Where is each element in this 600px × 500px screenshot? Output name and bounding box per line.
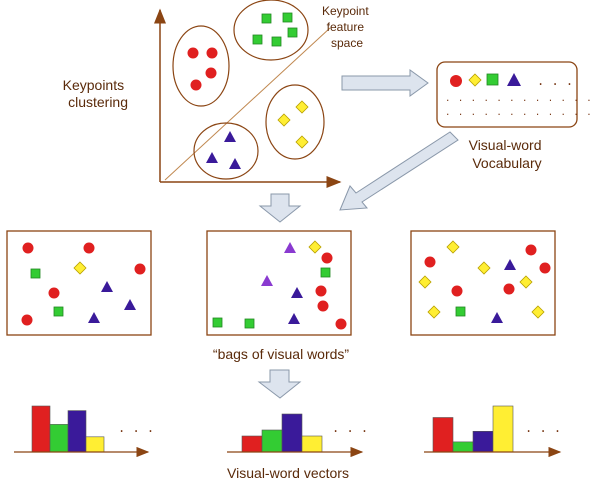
green-square-marker bbox=[53, 306, 64, 317]
image-panel-3 bbox=[410, 230, 556, 336]
blue-triangle-marker bbox=[88, 312, 100, 323]
arrow-down-to-images bbox=[258, 193, 302, 223]
histogram-bar-green bbox=[49, 424, 69, 453]
histogram-ellipsis: . . . bbox=[118, 421, 154, 435]
histogram-bar-red bbox=[31, 405, 51, 453]
visual-word-histogram-2: . . . bbox=[227, 413, 368, 458]
blue-triangle-marker bbox=[124, 299, 136, 310]
blue-triangle-marker bbox=[504, 259, 516, 270]
red-circle-marker bbox=[335, 318, 347, 330]
image-panel-1 bbox=[6, 230, 152, 336]
yellow-diamond-marker bbox=[427, 305, 441, 319]
vocabulary-dots-row: . . . . . . . . . . . . . . . . bbox=[445, 108, 600, 118]
arrow-right-to-vocabulary bbox=[341, 69, 429, 97]
histogram-bar-yellow bbox=[85, 436, 105, 453]
yellow-diamond-marker bbox=[308, 240, 322, 254]
blue-triangle-marker bbox=[206, 152, 218, 163]
red-circle-marker bbox=[22, 242, 34, 254]
blue-triangle-marker bbox=[491, 312, 503, 323]
histogram-bar-red bbox=[241, 435, 263, 453]
red-circle-marker bbox=[83, 242, 95, 254]
red-circle-marker bbox=[134, 263, 146, 275]
yellow-diamond-marker bbox=[295, 135, 309, 149]
vocabulary-ellipsis: . . . bbox=[537, 74, 573, 88]
blue-triangle-marker bbox=[291, 287, 303, 298]
green-square-marker bbox=[244, 318, 255, 329]
vocabulary-dots-row: . . . . . . . . . . . . . . . . bbox=[445, 94, 600, 104]
green-square-marker bbox=[287, 27, 298, 38]
histogram-ellipsis: . . . bbox=[525, 421, 561, 435]
feature-space-plot bbox=[154, 0, 342, 188]
histogram-ellipsis: . . . bbox=[332, 421, 368, 435]
green-square-marker bbox=[282, 12, 293, 23]
histogram-bar-yellow bbox=[492, 405, 514, 453]
image-panel-2 bbox=[206, 230, 352, 336]
green-square-marker bbox=[212, 317, 223, 328]
red-circle-marker bbox=[190, 79, 202, 91]
red-circle-marker bbox=[187, 47, 199, 59]
blue-triangle-marker bbox=[288, 313, 300, 324]
green-square-marker bbox=[261, 13, 272, 24]
red-circle-marker bbox=[315, 285, 327, 297]
blue-triangle-marker bbox=[229, 158, 241, 169]
green-square-marker bbox=[252, 34, 263, 45]
diagonal-line bbox=[164, 27, 331, 181]
visual-word-histogram-3: . . . bbox=[424, 405, 562, 458]
blue-triangle-marker bbox=[507, 73, 521, 86]
red-circle-marker bbox=[317, 300, 329, 312]
vocabulary-label: Visual-word Vocabulary bbox=[469, 137, 546, 171]
keypoints-clustering-label: Keypoints clustering bbox=[63, 77, 128, 110]
yellow-diamond-marker bbox=[446, 240, 460, 254]
histogram-bar-blue bbox=[472, 430, 494, 453]
blue-triangle-marker bbox=[224, 131, 236, 142]
cluster-ellipse-blue bbox=[193, 122, 259, 180]
yellow-diamond-marker bbox=[519, 275, 533, 289]
red-circle-marker bbox=[206, 47, 218, 59]
cluster-ellipse-red bbox=[172, 25, 230, 107]
yellow-diamond-marker bbox=[295, 100, 309, 114]
yellow-diamond-marker bbox=[477, 261, 491, 275]
red-circle-marker bbox=[451, 285, 463, 297]
feature-space-label: Keypoint feature space bbox=[322, 4, 372, 50]
yellow-diamond-marker bbox=[277, 113, 291, 127]
yellow-diamond-marker bbox=[418, 275, 432, 289]
green-square-marker bbox=[271, 36, 282, 47]
histogram-bar-blue bbox=[67, 410, 87, 453]
green-square-marker bbox=[30, 268, 41, 279]
yellow-diamond-marker bbox=[468, 73, 482, 87]
arrow-diagonal-from-vocabulary bbox=[339, 131, 459, 211]
cluster-ellipse-green bbox=[233, 0, 309, 61]
arrow-down-to-vectors bbox=[257, 369, 302, 399]
red-circle-marker bbox=[424, 256, 436, 268]
histogram-bar-blue bbox=[281, 413, 303, 453]
red-circle-marker bbox=[21, 314, 33, 326]
cluster-ellipse-yellow bbox=[265, 84, 325, 160]
histogram-bar-green bbox=[261, 429, 283, 453]
bags-of-visual-words-label: “bags of visual words” bbox=[213, 346, 350, 362]
image-panel-frame bbox=[206, 230, 352, 336]
yellow-diamond-marker bbox=[531, 305, 545, 319]
green-square-marker bbox=[320, 267, 331, 278]
histogram-bar-yellow bbox=[301, 435, 323, 453]
red-circle-marker bbox=[539, 262, 551, 274]
red-circle-marker bbox=[205, 67, 217, 79]
purple-triangle-marker bbox=[284, 242, 296, 253]
red-circle-marker bbox=[48, 287, 60, 299]
red-circle-marker bbox=[525, 244, 537, 256]
green-square-marker bbox=[486, 73, 499, 86]
yellow-diamond-marker bbox=[73, 261, 87, 275]
vocabulary-box: . . . . . . . . . . . . . . . . . . . . … bbox=[436, 61, 600, 128]
green-square-marker bbox=[455, 306, 466, 317]
histogram-bar-green bbox=[452, 441, 474, 453]
histogram-bar-red bbox=[432, 417, 454, 453]
red-circle-marker bbox=[450, 75, 462, 87]
purple-triangle-marker bbox=[261, 275, 273, 286]
red-circle-marker bbox=[321, 252, 333, 264]
visual-word-vectors-label: Visual-word vectors bbox=[227, 465, 349, 481]
red-circle-marker bbox=[503, 283, 515, 295]
visual-word-histogram-1: . . . bbox=[14, 405, 154, 458]
blue-triangle-marker bbox=[101, 281, 113, 292]
